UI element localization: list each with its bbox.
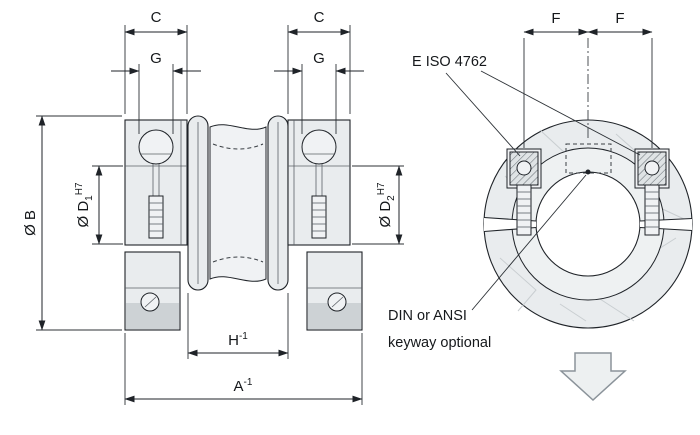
hex-socket-icon: [644, 160, 660, 176]
screw-note-label: E ISO 4762: [412, 54, 487, 70]
dim-g-right-label: G: [313, 50, 325, 67]
clamp-lug-left: [124, 251, 181, 331]
hub-right: [287, 119, 363, 331]
disc-pack-right: [267, 115, 289, 291]
leader-line: [480, 70, 641, 156]
dim-f-right-label: F: [615, 10, 624, 27]
leader-line: [471, 174, 587, 311]
down-arrow-icon: [559, 352, 627, 402]
dim-c-left: C: [124, 9, 188, 114]
dim-b: Ø B: [22, 115, 122, 331]
dim-f-left-label: F: [551, 10, 560, 27]
screw-note: E ISO 4762: [412, 54, 641, 157]
hex-socket-icon: [516, 160, 532, 176]
dim-c-right: C: [287, 9, 351, 114]
dim-h: H-1: [187, 293, 289, 359]
dim-d1: Ø D1H7: [74, 165, 123, 245]
hub-left: [124, 119, 188, 331]
dim-d1-label: Ø D1H7: [74, 182, 95, 227]
cap-screw-right: [634, 148, 670, 236]
dim-c-left-label: C: [151, 9, 162, 26]
dim-a-label: A-1: [234, 377, 253, 395]
clamp-screw-left: [148, 195, 164, 239]
keyway-note: DIN or ANSI keyway optional: [388, 174, 587, 351]
counterbore-right: [301, 129, 337, 165]
dim-g-right: G: [274, 50, 364, 134]
disc-pack-left: [187, 115, 209, 291]
keyway-point: [585, 169, 591, 175]
dim-f: F F: [523, 10, 653, 148]
dim-c-right-label: C: [314, 9, 325, 26]
cap-screw-left: [506, 148, 542, 236]
dim-g-left-label: G: [150, 50, 162, 67]
keyway-note-line1: DIN or ANSI: [388, 308, 467, 324]
keyway-outline: [565, 143, 612, 174]
leader-line: [445, 72, 521, 157]
clamp-lug-right: [306, 251, 363, 331]
keyway-note-line2: keyway optional: [388, 335, 491, 351]
counterbore-left: [138, 129, 174, 165]
dim-b-label: Ø B: [22, 210, 39, 236]
dim-h-label: H-1: [228, 331, 248, 349]
bore: [535, 171, 641, 277]
clamp-screw-right: [311, 195, 327, 239]
dim-a: A-1: [124, 333, 363, 405]
dim-d2: Ø D2H7: [352, 165, 404, 245]
right-view: F F E ISO 4762 DIN or ANSI keyway option…: [388, 10, 693, 402]
center-spacer: [209, 124, 267, 282]
dim-d2-label: Ø D2H7: [376, 182, 397, 227]
dim-g-left: G: [111, 50, 201, 134]
left-view: C C G G Ø B: [22, 9, 404, 405]
